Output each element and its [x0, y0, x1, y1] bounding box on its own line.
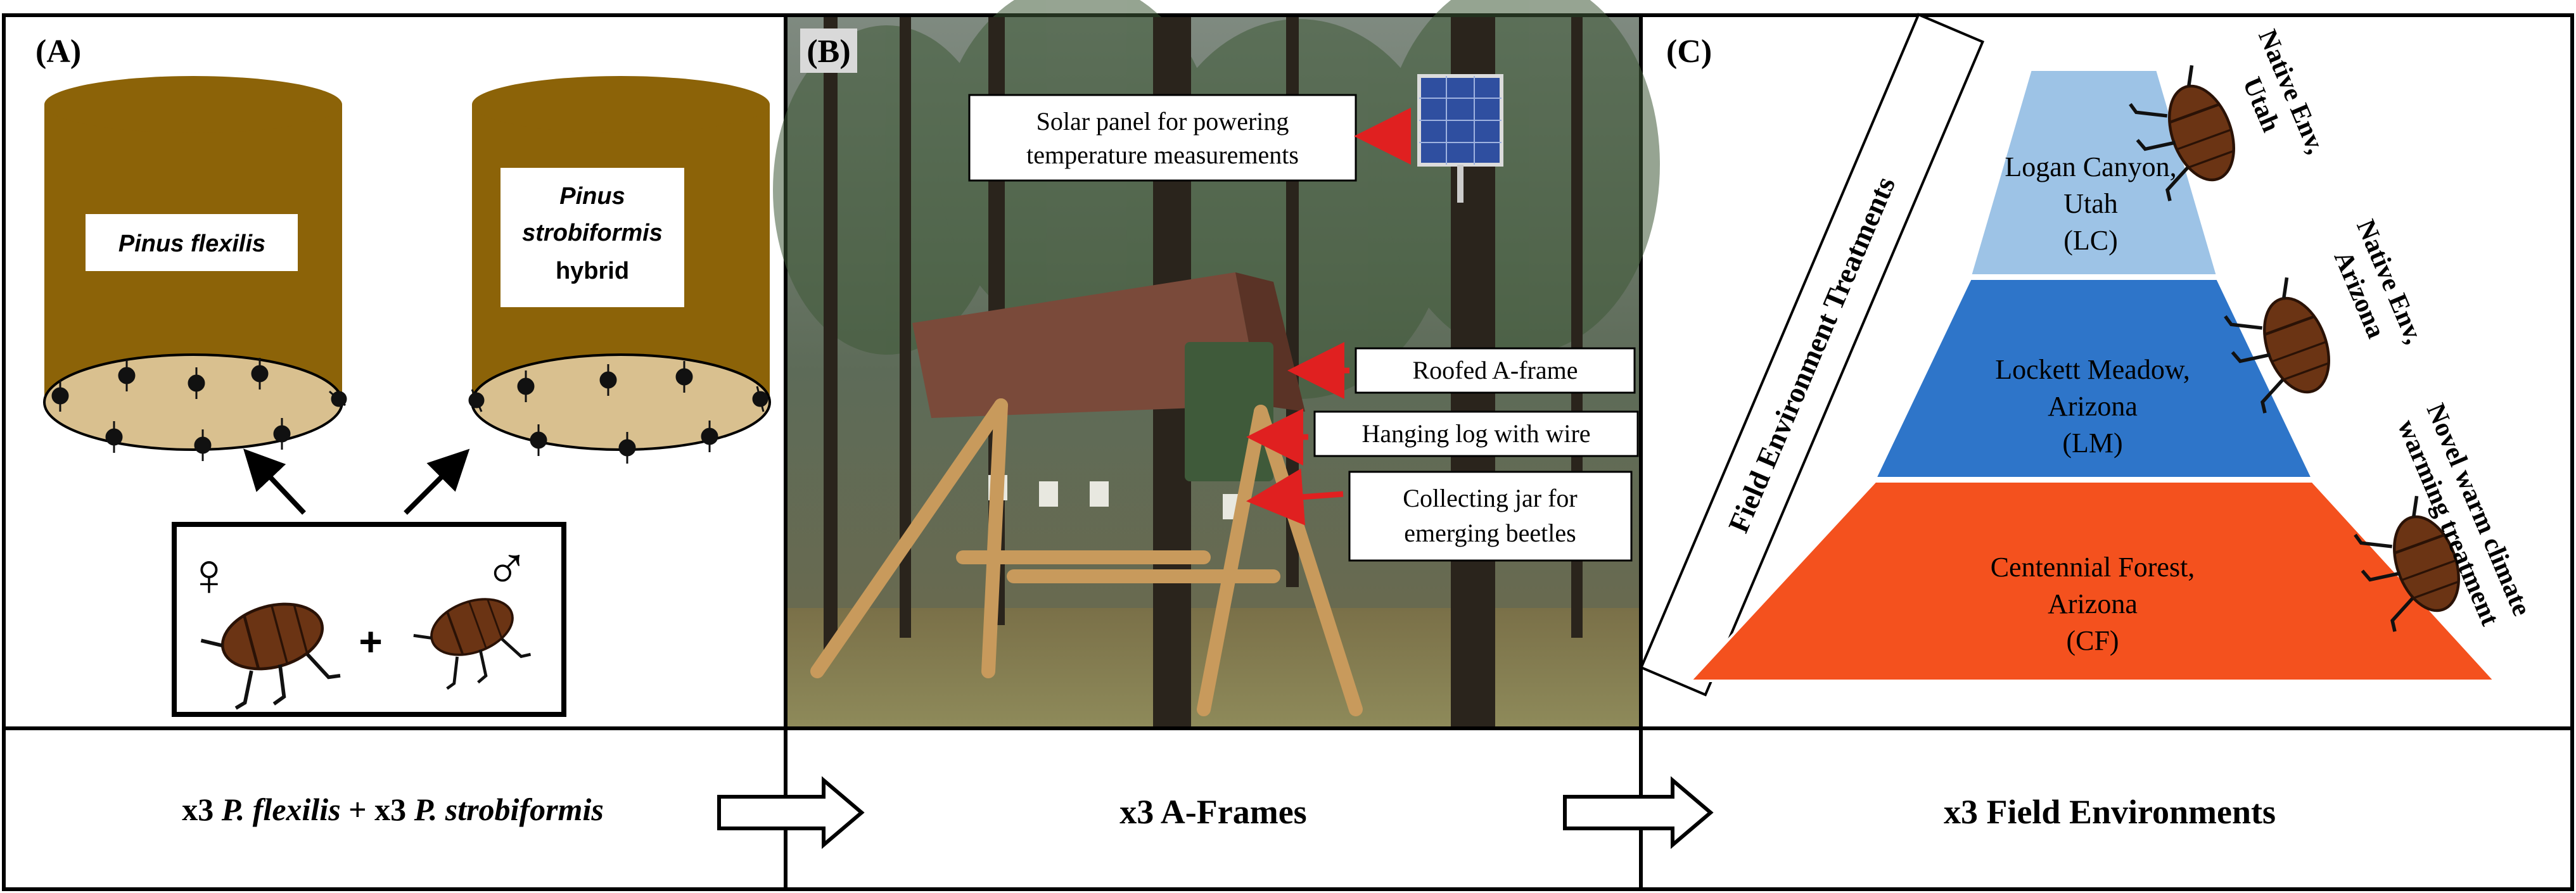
tier-bottom-line2: Arizona [2048, 588, 2138, 619]
bottom-right-caption: x3 Field Environments [1944, 793, 2276, 831]
arrow-to-right-tree [404, 448, 470, 515]
mating-pair-box: ♀ ♂ + [172, 522, 566, 718]
tier-top-line3: (LC) [2063, 225, 2118, 256]
flow-arrow-icon-2 [1563, 776, 1714, 849]
callout-solar-line2: temperature measurements [1026, 141, 1299, 169]
panel-c: (C) Field Environment Treatments Logan C… [1639, 13, 2536, 697]
tier-top-line2: Utah [2063, 188, 2118, 219]
callout-jar-line2: emerging beetles [1404, 519, 1576, 547]
solar-panel-icon [1417, 74, 1503, 203]
callout-roof-text: Roofed A-frame [1412, 356, 1578, 384]
callout-hanging-log: Hanging log with wire [1246, 408, 1639, 466]
tree-pinus-strobiformis-hybrid: Pinus strobiformis hybrid [468, 76, 771, 464]
panel-a-label: (A) [35, 34, 81, 70]
panel-a: (A) Pinus flexilis [35, 34, 771, 718]
panel-b: (B) Solar panel for powering temperature… [773, 0, 1660, 726]
arrow-to-left-tree [243, 448, 306, 515]
tree-right-label-line3: hybrid [556, 258, 629, 284]
male-symbol: ♂ [484, 535, 530, 602]
panel-c-label: (C) [1666, 34, 1712, 70]
callout-solar-panel: Solar panel for powering temperature mea… [968, 94, 1411, 182]
panel-b-label: (B) [807, 34, 850, 70]
tier-bottom-line3: (CF) [2066, 625, 2119, 656]
tier-top-line1: Logan Canyon, [2005, 151, 2176, 182]
callout-collecting-jar: Collecting jar for emerging beetles [1246, 468, 1633, 562]
plus-sign: + [359, 619, 382, 664]
outer-frame [2, 13, 2574, 891]
bottom-row: x3 P. flexilis + x3 P. strobiformis x3 A… [182, 776, 2276, 849]
tier-mid-line2: Arizona [2048, 391, 2138, 422]
tier-top-logan-canyon [1968, 68, 2219, 277]
tier-mid-line1: Lockett Meadow, [1995, 354, 2190, 385]
tree-left-label: Pinus flexilis [118, 231, 265, 257]
bottom-middle-caption: x3 A-Frames [1119, 793, 1306, 831]
tree-right-label-line1: Pinus [559, 183, 625, 210]
callout-solar-line1: Solar panel for powering [1036, 107, 1289, 136]
tier-middle-lockett-meadow [1873, 277, 2315, 479]
callout-jar-arrow [1246, 468, 1344, 526]
flow-arrow-icon-1 [717, 776, 865, 849]
callout-roofed-a-frame: Roofed A-frame [1287, 342, 1636, 399]
tier-mid-line3: (LM) [2062, 428, 2122, 459]
tier-bottom-line1: Centennial Forest, [1991, 552, 2195, 583]
callout-log-text: Hanging log with wire [1361, 419, 1590, 448]
callout-jar-line1: Collecting jar for [1403, 484, 1577, 512]
tier-bottom-centennial-forest [1687, 480, 2498, 682]
bottom-left-caption: x3 P. flexilis + x3 P. strobiformis [182, 792, 604, 827]
panel-b-label-bg [800, 28, 857, 73]
female-symbol: ♀ [186, 541, 232, 609]
tree-pinus-flexilis: Pinus flexilis [43, 76, 347, 461]
tree-right-label-line2: strobiformis [522, 220, 663, 246]
